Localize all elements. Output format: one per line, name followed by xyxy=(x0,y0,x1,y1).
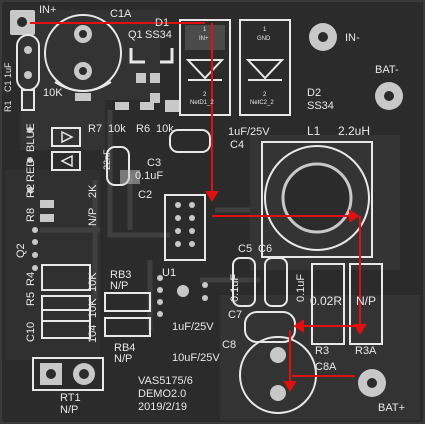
diode-d2-outline xyxy=(239,19,291,116)
label-rb3-value: N/P xyxy=(110,280,129,292)
label-c2-value: 22nF xyxy=(102,149,112,170)
label-d2-pin2-name: NetC2_2 xyxy=(250,100,274,106)
label-c10: C10 xyxy=(25,321,37,342)
current-path-arrows xyxy=(30,22,367,392)
label-ss34-top: SS34 xyxy=(145,29,172,41)
resistor-rb4-outline xyxy=(104,317,151,337)
resistor-rb3-outline xyxy=(104,292,151,312)
label-rt1-value: N/P xyxy=(60,404,79,416)
label-d1-pin1-name: IN+ xyxy=(199,36,209,42)
label-r3a-value: N/P xyxy=(356,294,377,308)
resistor-r3a-outline xyxy=(349,263,383,345)
label-r3: R3 xyxy=(315,345,330,357)
label-ss34-right: SS34 xyxy=(307,100,334,112)
label-r1: R1 xyxy=(3,100,13,112)
pad-bat-plus xyxy=(358,369,386,397)
label-c2: C2 xyxy=(138,189,153,201)
capacitor-c6-outline xyxy=(264,257,288,307)
label-d1-pin1: 1 xyxy=(203,27,207,33)
label-r2-value: 2K xyxy=(87,184,99,198)
label-r1-value: 10K xyxy=(43,87,63,99)
label-in-minus: IN- xyxy=(345,32,360,44)
label-r2: R2 xyxy=(25,183,37,198)
label-in-plus: IN+ xyxy=(39,4,57,16)
label-r5-value: 10K xyxy=(87,298,99,318)
transistor-q1-outline xyxy=(129,48,174,103)
label-d2-pin1-name: GND xyxy=(257,36,271,42)
label-r3a: R3A xyxy=(355,345,377,357)
label-title-demo: DEMO2.0 xyxy=(138,388,187,400)
label-red: RED xyxy=(25,158,37,182)
label-r6-value: 10k xyxy=(156,123,174,135)
ic-u1-outline xyxy=(164,194,206,261)
label-title-date: 2019/2/19 xyxy=(138,401,187,413)
capacitor-c5-outline xyxy=(232,257,256,307)
label-q2: Q2 xyxy=(15,243,27,258)
diode-d1-outline xyxy=(179,19,231,116)
label-d1-pin2: 2 xyxy=(203,92,207,98)
capacitor-c4-outline xyxy=(169,129,211,153)
label-bat-plus: BAT+ xyxy=(378,402,406,414)
label-c6-value: 0.1uF xyxy=(295,273,307,302)
vias xyxy=(27,127,208,317)
capacitor-c3-pad xyxy=(120,170,140,184)
label-c5-value: 0.1uF xyxy=(229,273,241,302)
label-c3: C3 xyxy=(147,157,162,169)
label-rb4: RB4 xyxy=(114,342,136,354)
label-c8-value: 10uF/25V xyxy=(172,352,220,364)
label-c7: C7 xyxy=(228,309,243,321)
label-blue: BLUE xyxy=(25,123,37,152)
label-title-part: VAS5175/6 xyxy=(138,375,193,387)
label-c8: C8 xyxy=(222,339,237,351)
label-c6: C6 xyxy=(258,243,273,255)
label-c5: C5 xyxy=(238,243,253,255)
label-d2-pin1: 1 xyxy=(263,27,267,33)
label-rb3: RB3 xyxy=(110,269,132,281)
capacitor-c1a-outline xyxy=(44,14,122,101)
label-c7-value: 1uF/25V xyxy=(172,321,214,333)
copper-pour-input xyxy=(20,10,160,150)
label-r4-value: 10K xyxy=(87,272,99,292)
capacitor-c2-outline xyxy=(106,146,130,186)
label-c1a: C1A xyxy=(110,8,132,20)
label-r8: R8 xyxy=(25,207,37,222)
label-l1: L1 xyxy=(307,124,321,138)
label-r5: R5 xyxy=(25,291,37,306)
label-d1-pin2-name: NetD1_2 xyxy=(190,100,214,106)
pad-bat-minus xyxy=(375,82,403,110)
label-r7-value: 10k xyxy=(108,123,126,135)
label-u1: U1 xyxy=(162,267,177,279)
label-r7: R7 xyxy=(88,123,103,135)
label-c10-value: 104 xyxy=(87,324,99,343)
label-r3-value: 0.02R xyxy=(310,294,343,308)
label-rb4-value: N/P xyxy=(114,353,133,365)
label-c1-combo: C1 1uF xyxy=(3,62,13,92)
label-d1: D1 xyxy=(155,17,170,29)
transistor-q2-outline xyxy=(40,200,54,222)
label-r6: R6 xyxy=(136,123,151,135)
label-d2: D2 xyxy=(307,87,322,99)
label-bat-minus: BAT- xyxy=(375,64,399,76)
label-r8-value: N/P xyxy=(87,207,99,226)
resistor-r4-r5-c10-outlines xyxy=(41,264,91,339)
label-q1: Q1 xyxy=(128,29,143,41)
label-d2-pin2: 2 xyxy=(263,92,267,98)
label-c4-value: 1uF/25V xyxy=(228,126,270,138)
pad-in-minus xyxy=(309,23,337,51)
label-c4: C4 xyxy=(230,139,245,151)
label-l1-value: 2.2uH xyxy=(338,124,371,138)
pad-in-plus xyxy=(10,10,35,35)
label-c8a: C8A xyxy=(315,361,337,373)
label-rt1: RT1 xyxy=(60,392,81,404)
led-blue-outline xyxy=(51,127,81,147)
led-red-outline xyxy=(51,151,81,171)
resistor-r7-r6-pads xyxy=(115,100,179,112)
label-r4: R4 xyxy=(25,271,37,286)
resistor-r1-outline xyxy=(21,89,35,111)
thermistor-rt1-outline xyxy=(32,357,104,391)
resistor-r3-outline xyxy=(311,263,345,345)
label-c3-value: 0.1uF xyxy=(135,170,164,182)
